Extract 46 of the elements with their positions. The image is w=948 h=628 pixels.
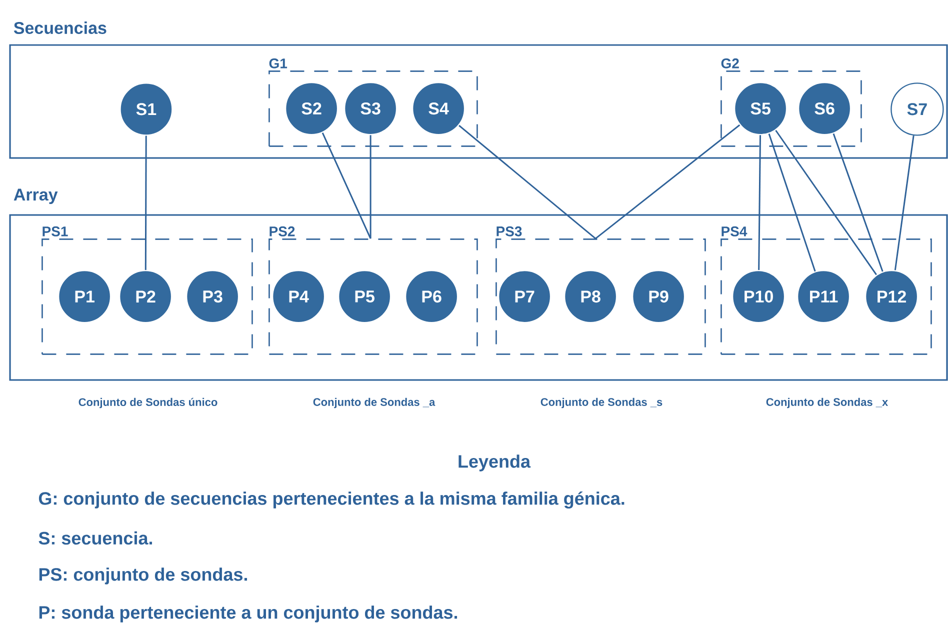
connector-line [458, 124, 596, 240]
circle-node: S1 [120, 82, 173, 136]
circle-node: P11 [796, 270, 850, 324]
circle-node: P10 [732, 270, 786, 324]
circle-node: P4 [272, 270, 326, 324]
node-label: PS2 [270, 226, 295, 236]
circle-node: S2 [284, 82, 338, 136]
node-label: Conjunto de Sondas _x [766, 398, 888, 408]
connector-line [768, 134, 816, 272]
node-label: PS1 [42, 226, 68, 236]
node-label: Secuencias [14, 22, 106, 34]
circle-node: S7 [890, 82, 944, 136]
circle-node: S4 [412, 82, 466, 136]
connector-line [595, 124, 740, 240]
connector-line [894, 135, 914, 270]
connector-line [758, 135, 762, 270]
circle-node: S6 [798, 82, 852, 136]
connector-line [832, 133, 884, 272]
circle-node: S5 [734, 82, 788, 136]
connector-line [370, 135, 372, 239]
circle-node: P5 [338, 270, 392, 324]
circle-node: P12 [864, 270, 918, 324]
circle-node: P7 [498, 270, 552, 324]
node-label: Conjunto de Sondas _s [540, 398, 662, 408]
connector-line [775, 130, 877, 276]
node-label: PS4 [722, 226, 748, 236]
node-label: Conjunto de Sondas _a [313, 398, 436, 408]
circle-node: P8 [564, 270, 618, 324]
connector-line [144, 136, 147, 270]
circle-node: P3 [186, 270, 240, 324]
legend-entry: PS: conjunto de sondas. [39, 568, 247, 584]
node-label: Conjunto de Sondas único [78, 398, 218, 408]
node-label: G2 [721, 58, 739, 68]
legend-title: Leyenda [458, 454, 531, 472]
legend-entry: P: sonda perteneciente a un conjunto de sondas. [39, 606, 458, 622]
circle-node: P2 [118, 270, 172, 324]
connector-line [322, 132, 372, 239]
circle-node: P1 [58, 270, 112, 324]
circle-node: S3 [344, 82, 398, 136]
circle-node: P6 [404, 270, 458, 324]
node-label: Array [14, 188, 58, 204]
legend-entry: S: secuencia. [38, 531, 152, 545]
legend-entry: G: conjunto de secuencias pertenecientes a la misma familia génica. [38, 491, 624, 508]
node-label: PS3 [496, 226, 522, 236]
node-label: G1 [269, 58, 288, 68]
circle-node: P9 [632, 270, 686, 324]
